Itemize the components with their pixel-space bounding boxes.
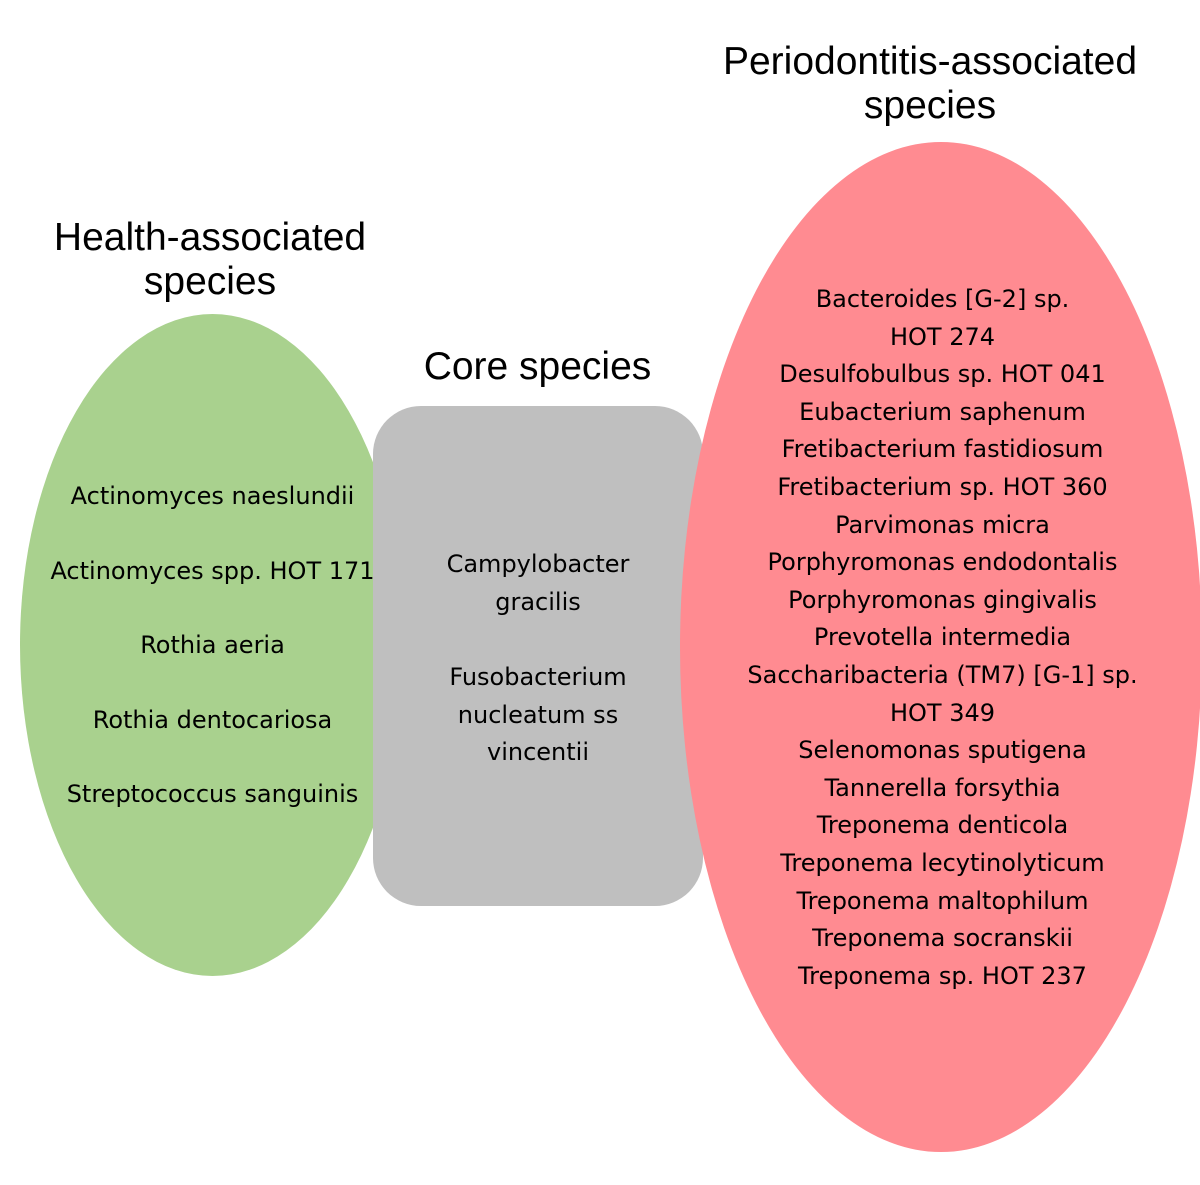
list-item: Rothia aeria — [140, 631, 285, 659]
list-item: Bacteroides [G-2] sp. — [815, 285, 1070, 313]
list-item: Eubacterium saphenum — [799, 397, 1086, 426]
list-item: Saccharibacteria (TM7) [G-1] sp. — [747, 660, 1138, 689]
core-species-box — [373, 406, 703, 906]
health-title-line2: species — [143, 260, 277, 303]
list-item: Prevotella intermedia — [813, 623, 1072, 652]
list-item: Campylobacter gracilis — [446, 550, 630, 616]
periodontitis-species-list: Bacteroides [G-2] sp. HOT 274 Desulfobul… — [690, 281, 1195, 995]
core-species-title: Core species — [423, 345, 652, 388]
list-item: Fretibacterium sp. HOT 360 — [777, 472, 1108, 501]
list-item: Treponema maltophilum — [796, 886, 1089, 915]
periodontitis-species-ellipse — [680, 142, 1200, 1152]
list-item: Rothia dentocariosa — [92, 705, 333, 734]
list-item: HOT 274 — [889, 322, 996, 351]
perio-title-line2: species — [863, 84, 997, 127]
perio-title-line1: Periodontitis-associated — [722, 40, 1138, 83]
list-item: Tannerella forsythia — [824, 773, 1061, 802]
list-item: Streptococcus sanguinis — [66, 780, 359, 808]
list-item: Selenomonas sputigena — [798, 736, 1087, 765]
list-item: HOT 349 — [889, 698, 996, 727]
health-title-line1: Health-associated — [53, 216, 367, 259]
list-item: Fusobacterium nucleatum ss vincentii — [449, 663, 627, 766]
list-item: Actinomyces naeslundii — [70, 482, 355, 510]
health-species-list: Actinomyces naeslundii Actinomyces spp. … — [20, 478, 405, 851]
list-item: Porphyromonas endodontalis — [767, 548, 1118, 577]
list-item: Desulfobulbus sp. HOT 041 — [779, 360, 1106, 389]
list-item: Treponema socranskii — [812, 924, 1073, 953]
core-species-list: Campylobacter gracilis Fusobacterium nuc… — [373, 546, 703, 810]
list-item: Treponema sp. HOT 237 — [798, 961, 1087, 990]
list-item: Treponema lecytinolyticum — [780, 848, 1105, 877]
periodontitis-associated-title: Periodontitis-associated species — [690, 40, 1170, 128]
health-species-ellipse — [20, 314, 405, 976]
list-item: Fretibacterium fastidiosum — [781, 435, 1104, 464]
list-item: Parvimonas micra — [835, 510, 1050, 539]
list-item: Treponema denticola — [816, 811, 1069, 840]
list-item: Porphyromonas gingivalis — [788, 585, 1097, 614]
health-associated-title: Health-associated species — [10, 216, 410, 304]
list-item: Actinomyces spp. HOT 171 — [50, 556, 375, 585]
